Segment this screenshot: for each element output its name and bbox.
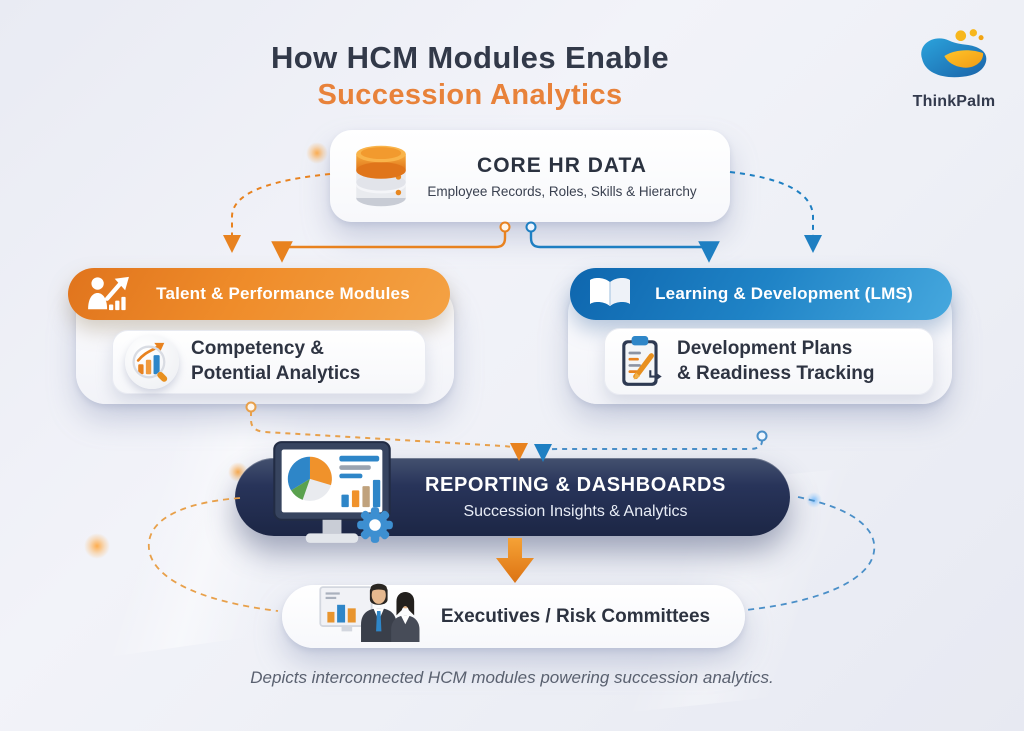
lms-sub-label: Development Plans & Readiness Tracking [677,337,874,386]
lms-sub-line-1: Development Plans [677,337,853,359]
core-hr-card: CORE HR DATA Employee Records, Roles, Sk… [330,130,730,234]
lms-module-title: Learning & Development (LMS) [655,284,913,303]
lms-sub-line-2: & Readiness Tracking [677,362,875,384]
executives-icon [308,580,430,647]
brand-logo: ThinkPalm [898,28,1010,111]
talent-sub-label: Competency & Potential Analytics [191,337,360,386]
reporting-text: REPORTING & DASHBOARDS Succession Insigh… [385,458,766,536]
core-hr-text: CORE HR DATA Employee Records, Roles, Sk… [414,154,716,199]
sparkle-glow [306,142,328,164]
core-hr-title: CORE HR DATA [477,153,647,177]
talent-sub-line-2: Potential Analytics [191,363,361,384]
clipboard-plan-icon [622,335,662,386]
reporting-title: REPORTING & DASHBOARDS [425,473,726,496]
person-growth-icon [88,276,129,311]
open-book-icon [590,277,630,306]
down-arrow [496,538,534,583]
talent-module-title: Talent & Performance Modules [156,284,410,303]
sparkle-glow [806,492,822,508]
brand-name: ThinkPalm [912,93,996,110]
executives-title: Executives / Risk Committees [440,605,711,627]
title-line-1: How HCM Modules Enable [270,40,670,75]
magnifier-chart-icon [125,335,179,389]
talent-module-header: Talent & Performance Modules [68,268,450,320]
title-line-2: Succession Analytics [317,79,623,111]
reporting-subtitle: Succession Insights & Analytics [463,502,688,520]
page-title: How HCM Modules Enable Succession Analyt… [0,40,940,112]
lms-module-header: Learning & Development (LMS) [570,268,952,320]
caption: Depicts interconnected HCM modules power… [250,668,774,687]
thinkpalm-logo-icon [921,29,987,78]
executives-pill: Executives / Risk Committees [282,583,745,648]
sparkle-glow [84,533,110,559]
dashboard-monitor-icon [268,440,396,551]
talent-sub-box: Competency & Potential Analytics [112,330,426,394]
lms-sub-box: Development Plans & Readiness Tracking [604,328,934,395]
core-hr-subtitle: Employee Records, Roles, Skills & Hierar… [427,183,697,199]
talent-sub-line-1: Competency & [191,338,325,360]
gear-icon [357,507,393,543]
database-icon [356,145,406,207]
reporting-dashboards-bar: REPORTING & DASHBOARDS Succession Insigh… [235,458,790,536]
